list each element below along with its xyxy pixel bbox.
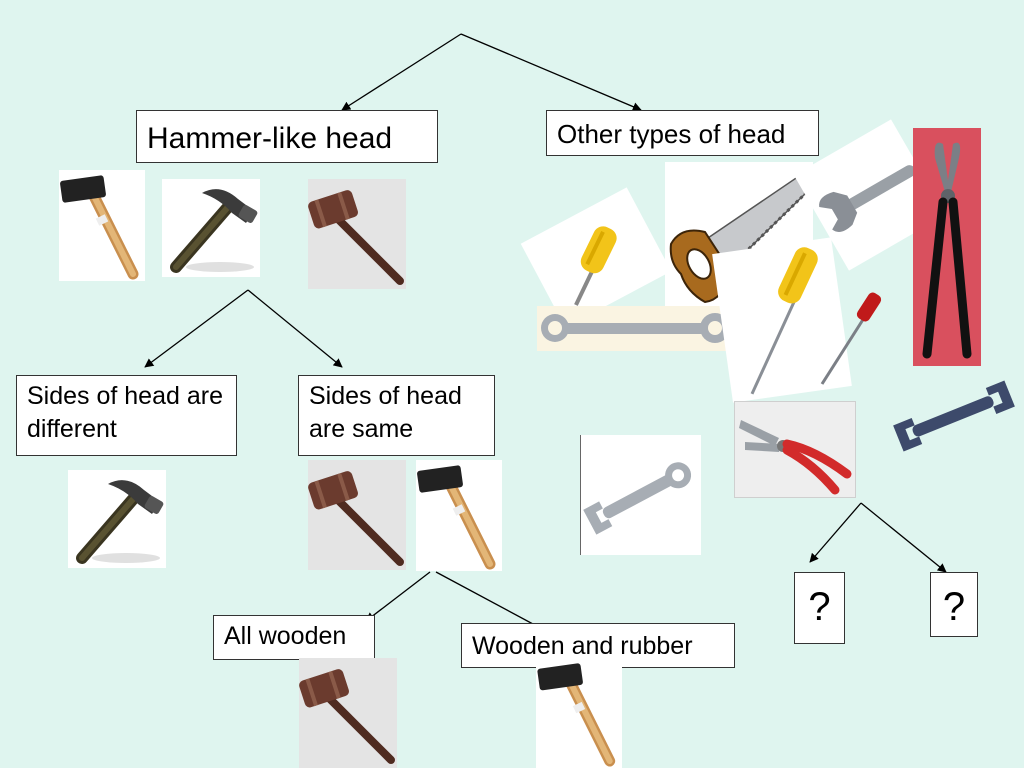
connector-hammer-different (144, 289, 249, 368)
connector-same-wooden (365, 571, 431, 622)
node-hammer-like-head: Hammer-like head (136, 110, 438, 163)
screwdriver-icon (812, 288, 892, 388)
node-other-types-of-head: Other types of head (546, 110, 819, 156)
node-all-wooden: All wooden (213, 615, 375, 660)
node-unknown-right: ? (930, 572, 978, 637)
combination-wrench-icon (537, 306, 733, 351)
mallet-icon (416, 460, 502, 571)
open-end-wrench-icon (890, 378, 1018, 454)
screwdriver-icon (520, 187, 672, 328)
gavel-icon (299, 658, 397, 768)
connector-hammer-same (247, 289, 343, 368)
node-unknown-left: ? (794, 572, 845, 644)
connector-root-hammer (341, 33, 462, 111)
connector-other-left-q (809, 502, 862, 563)
screwdriver-icon (712, 237, 852, 403)
mallet-icon (59, 170, 145, 281)
ratchet-wrench-icon (580, 435, 701, 555)
connector-root-other (460, 33, 642, 112)
connector-other-right-q (860, 502, 947, 573)
pliers-icon (734, 401, 856, 498)
gavel-icon (308, 460, 406, 570)
node-sides-same: Sides of head are same (298, 375, 495, 456)
mallet-icon (536, 658, 622, 768)
claw-hammer-icon (68, 470, 166, 568)
node-sides-different: Sides of head are different (16, 375, 237, 456)
claw-hammer-icon (162, 179, 260, 277)
connector-same-rubber (435, 571, 547, 632)
pliers-icon (913, 128, 981, 366)
adjustable-wrench-icon (794, 119, 946, 271)
gavel-icon (308, 179, 406, 289)
